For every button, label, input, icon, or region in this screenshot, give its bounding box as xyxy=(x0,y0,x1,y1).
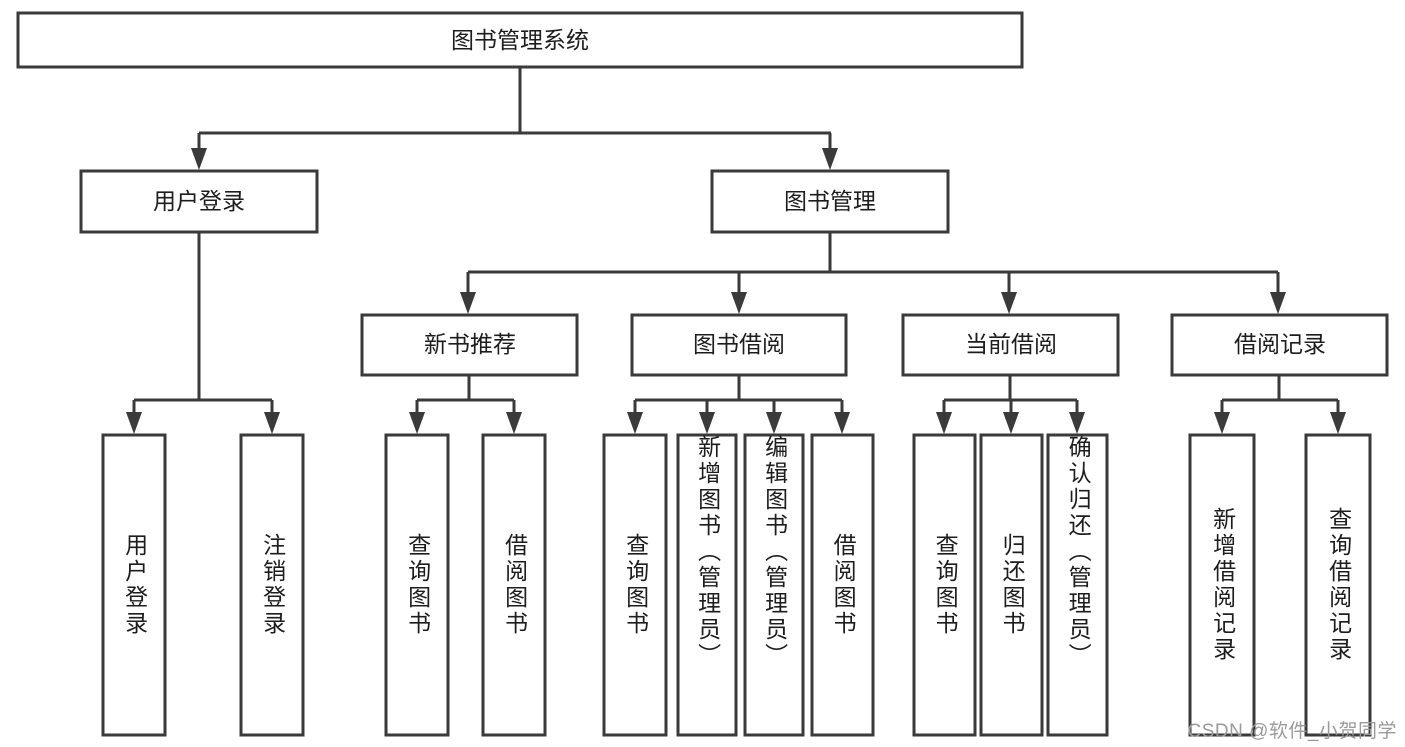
arrow-leaf-add-record xyxy=(1214,412,1230,434)
arrow-leaf-borrow-book-1 xyxy=(506,412,522,434)
arrow-to-current xyxy=(1001,292,1017,314)
node-new-book-recommend-box[interactable] xyxy=(360,313,579,377)
leaf-box-user-login[interactable] xyxy=(101,433,167,737)
arrow-leaf-user-login xyxy=(126,412,142,434)
leaf-box-borrow-book-2[interactable] xyxy=(810,433,875,737)
node-root-box[interactable] xyxy=(16,11,1024,69)
node-borrow-record-box[interactable] xyxy=(1170,313,1389,377)
leaf-box-query-record[interactable] xyxy=(1304,433,1372,737)
arrow-to-user-login xyxy=(191,148,207,170)
leaf-box-logout[interactable] xyxy=(239,433,305,737)
arrow-leaf-query-book-2 xyxy=(627,412,643,434)
arrow-to-newbook xyxy=(460,292,476,314)
node-root[interactable]: 图书管理系统 xyxy=(16,11,1024,69)
node-user-login[interactable]: 用户登录 xyxy=(79,169,319,234)
node-current-borrow[interactable]: 当前借阅 xyxy=(901,313,1120,377)
leaf-box-return-book[interactable] xyxy=(979,433,1044,737)
leaf-box-confirm-return[interactable] xyxy=(1046,433,1109,737)
arrow-to-borrow xyxy=(731,292,747,314)
watermark: CSDN @软件_小贺同学 xyxy=(1187,721,1397,742)
arrow-to-record xyxy=(1270,292,1286,314)
arrow-leaf-query-book-1 xyxy=(409,412,425,434)
node-book-management[interactable]: 图书管理 xyxy=(710,169,950,234)
leaf-box-add-record[interactable] xyxy=(1188,433,1256,737)
node-book-borrow[interactable]: 图书借阅 xyxy=(630,313,848,377)
arrow-leaf-borrow-book-2 xyxy=(834,412,850,434)
node-new-book-recommend[interactable]: 新书推荐 xyxy=(360,313,579,377)
node-user-login-label: 用户登录 xyxy=(153,188,245,214)
leaf-box-edit-book[interactable] xyxy=(743,433,805,737)
node-borrow-record-label: 借阅记录 xyxy=(1234,331,1326,357)
leaf-box-layer xyxy=(101,433,1372,737)
leaf-box-borrow-book-1[interactable] xyxy=(481,433,547,737)
leaf-box-query-book-3[interactable] xyxy=(912,433,977,737)
leaf-box-query-book-1[interactable] xyxy=(384,433,450,737)
node-book-management-label: 图书管理 xyxy=(784,188,876,214)
node-current-borrow-box[interactable] xyxy=(901,313,1120,377)
node-borrow-record[interactable]: 借阅记录 xyxy=(1170,313,1389,377)
arrow-leaf-confirm-return xyxy=(1069,412,1085,434)
arrow-leaf-return-book xyxy=(1003,412,1019,434)
node-book-management-box[interactable] xyxy=(710,169,950,234)
leaf-box-add-book[interactable] xyxy=(676,433,738,737)
node-current-borrow-label: 当前借阅 xyxy=(965,331,1057,357)
arrow-to-book-mgmt xyxy=(822,148,838,170)
node-root-label: 图书管理系统 xyxy=(451,27,589,53)
node-book-borrow-box[interactable] xyxy=(630,313,848,377)
node-new-book-recommend-label: 新书推荐 xyxy=(424,331,516,357)
arrow-leaf-add-book xyxy=(699,412,715,434)
arrow-leaf-logout xyxy=(264,412,280,434)
node-user-login-box[interactable] xyxy=(79,169,319,234)
node-book-borrow-label: 图书借阅 xyxy=(693,331,785,357)
connector-layer xyxy=(126,67,1346,434)
leaf-box-query-book-2[interactable] xyxy=(602,433,668,737)
arrow-leaf-edit-book xyxy=(766,412,782,434)
arrow-leaf-query-record xyxy=(1330,412,1346,434)
arrow-leaf-query-book-3 xyxy=(936,412,952,434)
